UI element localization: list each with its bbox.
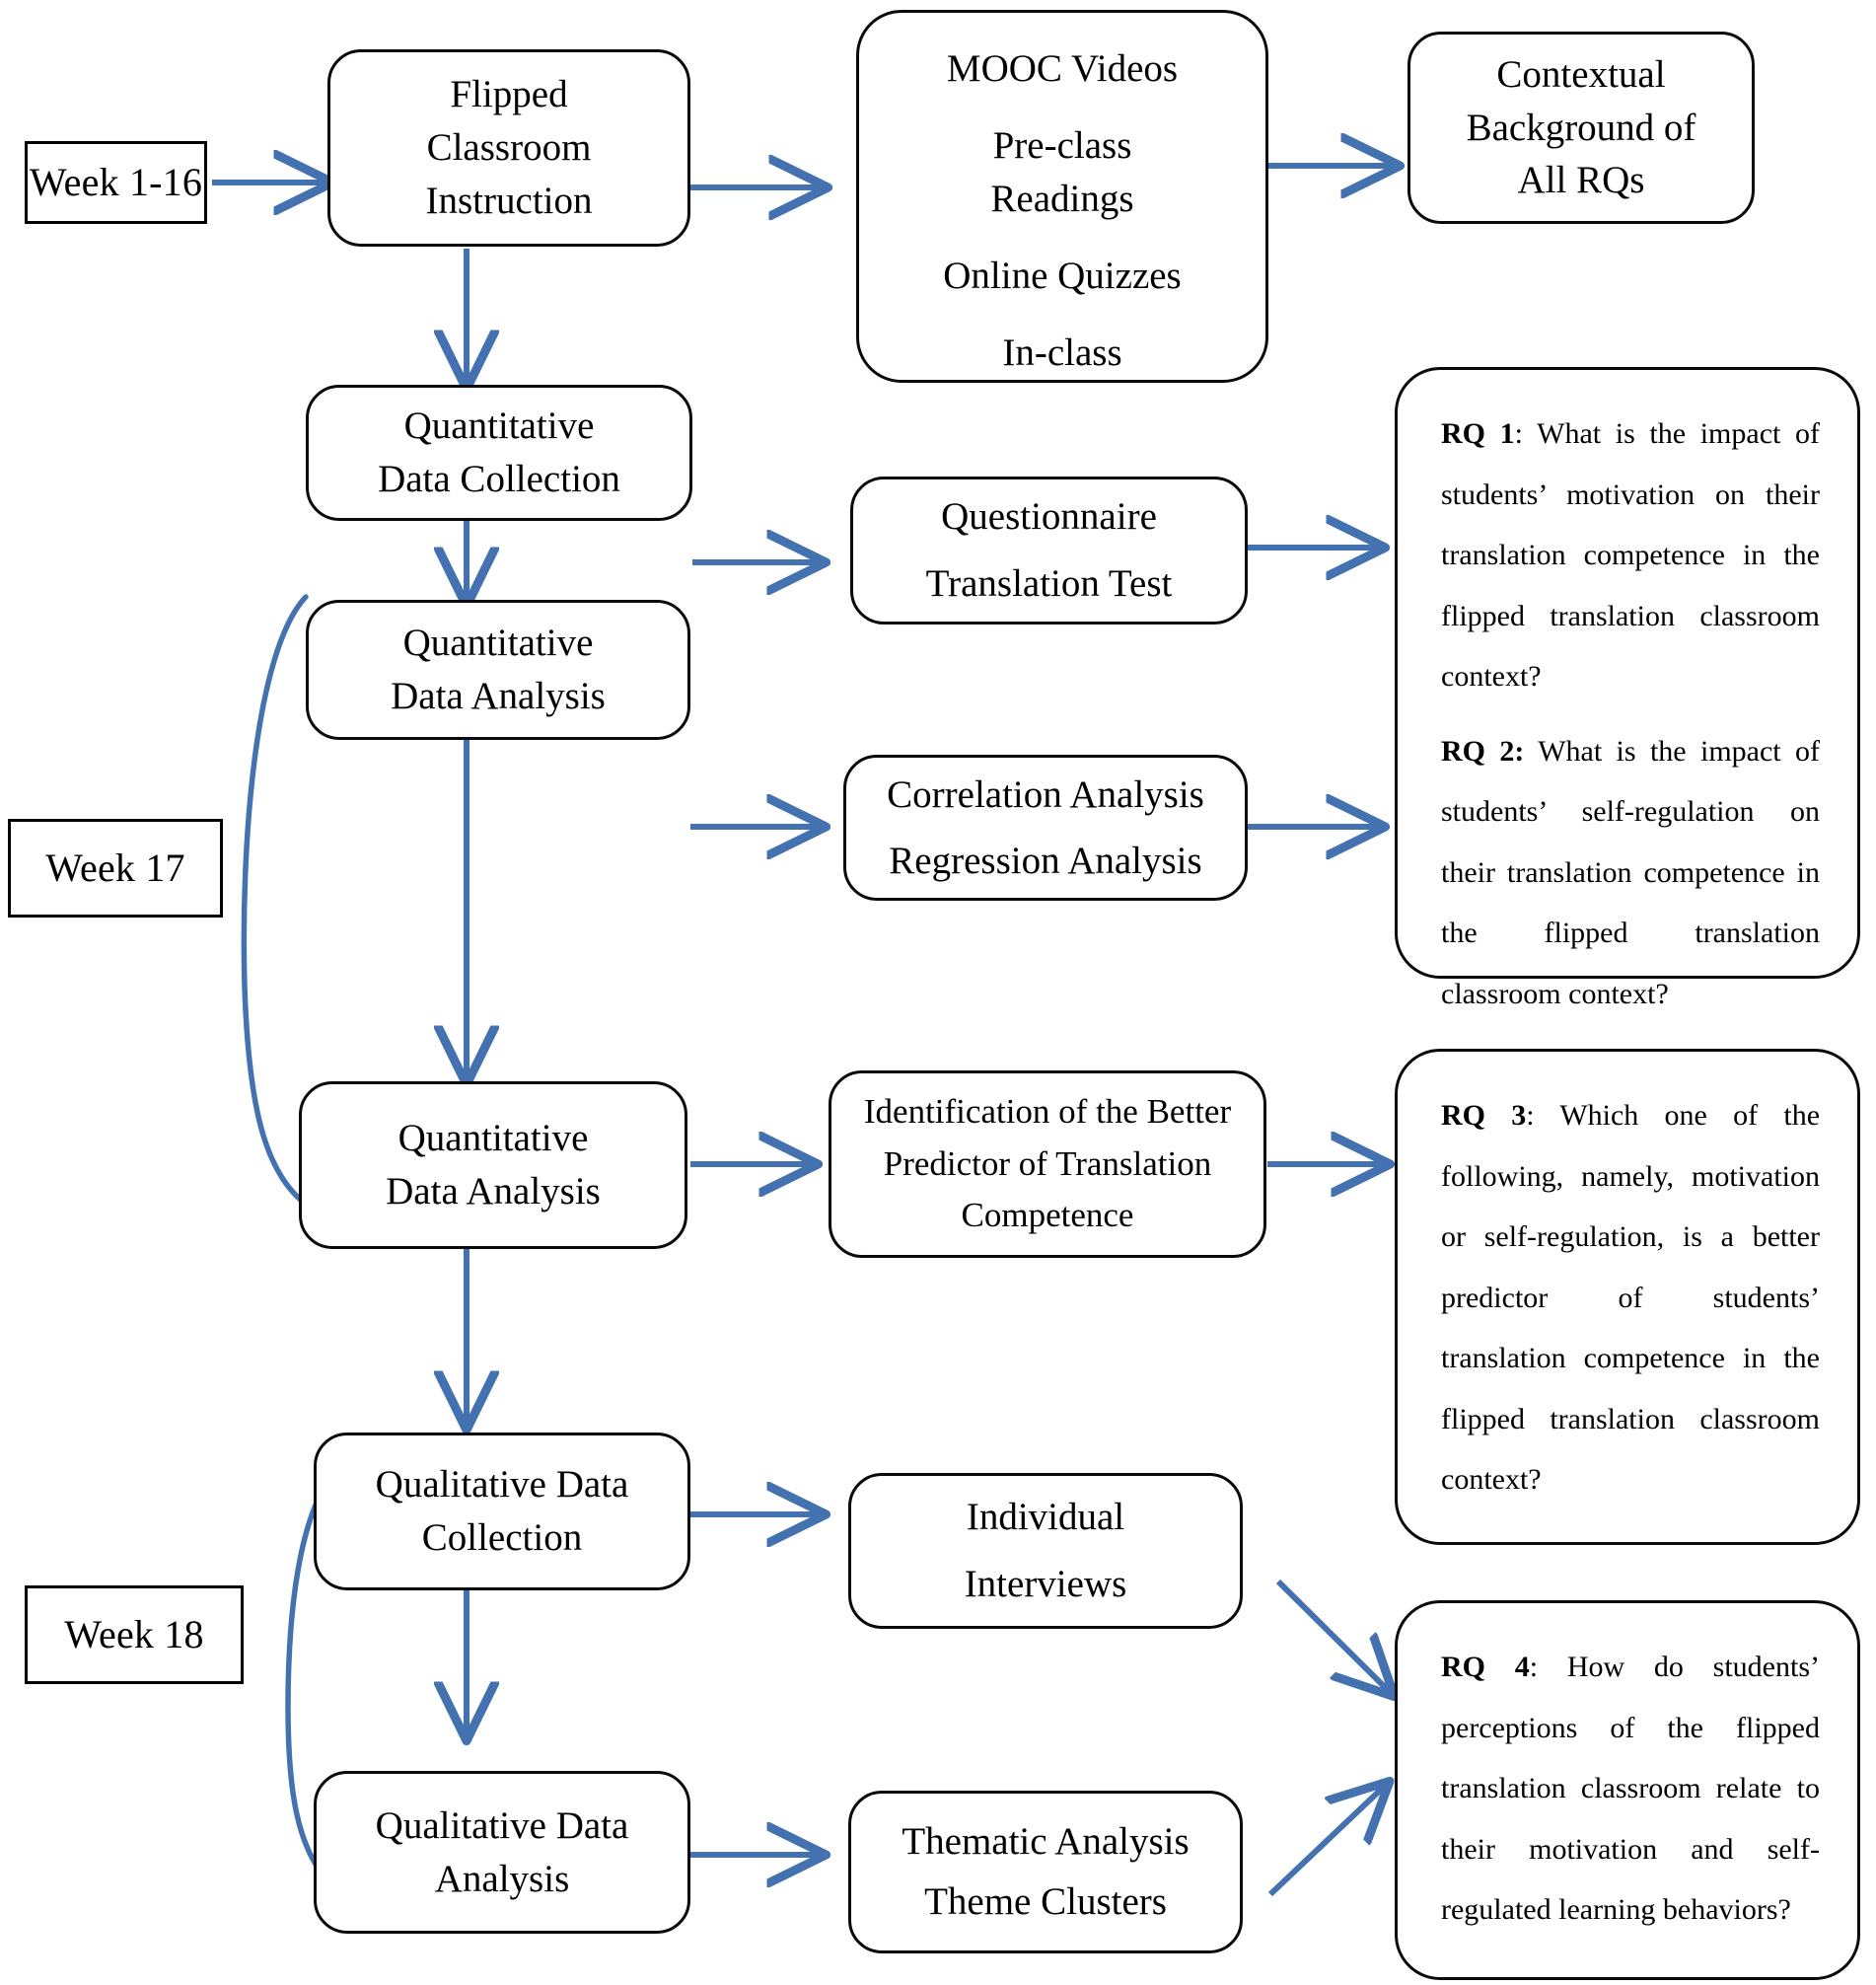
quant-analysis1-line-1: Quantitative [402,622,594,665]
thematic-line-2: Theme Clusters [924,1879,1167,1923]
quantitative-data-analysis-box-2: Quantitative Data Analysis [299,1081,687,1249]
mooc-line-2: Pre-class [992,124,1132,168]
instruction-line-1: Flipped [450,73,568,116]
correlation-regression-analysis-box: Correlation Analysis Regression Analysis [843,755,1248,901]
week-18-box: Week 18 [25,1585,244,1684]
week-1-16-box: Week 1-16 [25,141,207,224]
identification-predictor-box: Identification of the Better Predictor o… [829,1070,1266,1258]
contextual-line-2: Background of [1466,106,1696,149]
qual-collection-line-2: Collection [421,1516,583,1559]
mooc-components-box: MOOC Videos Pre-class Readings Online Qu… [856,10,1268,383]
week-17-label: Week 17 [45,845,185,890]
rq1-rq2-box: RQ 1: What is the impact of students’ mo… [1395,367,1860,1010]
quantitative-data-collection-box: Quantitative Data Collection [306,385,692,521]
arrow-thematic-to-rq4 [1267,1788,1383,1897]
quant-analysis1-line-2: Data Analysis [391,675,606,717]
qual-analysis-line-2: Analysis [434,1857,570,1900]
mooc-line-4: Online Quizzes [943,255,1182,298]
questionnaire-line-1: Questionnaire [941,494,1157,538]
qualitative-data-collection-box: Qualitative Data Collection [314,1433,690,1590]
rq2-paragraph: RQ 2: What is the impact of students’ se… [1441,721,1820,1025]
rq4-paragraph: RQ 4: How do students’ perceptions of th… [1441,1637,1820,1941]
instruction-line-3: Instruction [425,179,593,222]
qual-collection-line-1: Qualitative Data [375,1463,629,1507]
quant-collection-line-2: Data Collection [378,458,620,500]
rq2-text: What is the impact of students’ self-reg… [1441,734,1820,1010]
rq1-label: RQ 1 [1441,417,1515,450]
contextual-line-3: All RQs [1517,159,1645,202]
rq4-label: RQ 4 [1441,1651,1530,1683]
rq3-box: RQ 3: Which one of the following, namely… [1395,1049,1860,1545]
flipped-classroom-instruction-box: Flipped Classroom Instruction [327,49,690,247]
identification-line-1: Identification of the Better [863,1092,1232,1132]
week-17-box: Week 17 [8,819,223,918]
contextual-background-box: Contextual Background of All RQs [1407,32,1755,224]
rq3-paragraph: RQ 3: Which one of the following, namely… [1441,1085,1820,1510]
quant-analysis2-line-1: Quantitative [397,1117,589,1160]
quant-collection-line-1: Quantitative [403,404,595,448]
rq4-text: : How do students’ perceptions of the fl… [1441,1651,1820,1926]
rq1-paragraph: RQ 1: What is the impact of students’ mo… [1441,404,1820,707]
week-18-label: Week 18 [64,1612,204,1656]
mooc-line-1: MOOC Videos [946,47,1179,90]
quant-analysis2-line-2: Data Analysis [386,1170,601,1213]
contextual-line-1: Contextual [1496,52,1666,96]
thematic-line-1: Thematic Analysis [902,1820,1190,1864]
correlation-line-2: Regression Analysis [889,840,1202,882]
rq4-box: RQ 4: How do students’ perceptions of th… [1395,1600,1860,1980]
rq1-text: : What is the impact of students’ motiva… [1441,417,1821,693]
arrow-interviews-to-rq4 [1275,1579,1388,1690]
interviews-line-2: Interviews [964,1563,1127,1605]
identification-line-2: Predictor of Translation [883,1143,1212,1183]
instruction-line-2: Classroom [426,126,592,170]
rq3-label: RQ 3 [1441,1099,1527,1132]
interviews-line-1: Individual [966,1495,1125,1538]
thematic-analysis-box: Thematic Analysis Theme Clusters [848,1791,1243,1953]
rq2-label: RQ 2: [1441,734,1525,768]
qual-analysis-line-1: Qualitative Data [375,1803,629,1847]
identification-line-3: Competence [961,1196,1134,1235]
mooc-line-5: In-class [1002,331,1122,375]
week-1-16-label: Week 1-16 [29,160,203,204]
mooc-line-3: Readings [990,177,1134,220]
individual-interviews-box: Individual Interviews [848,1473,1243,1629]
questionnaire-line-2: Translation Test [925,562,1173,605]
correlation-line-1: Correlation Analysis [887,772,1204,816]
qualitative-data-analysis-box: Qualitative Data Analysis [314,1771,690,1934]
quantitative-data-analysis-box-1: Quantitative Data Analysis [306,600,690,740]
questionnaire-translation-test-box: Questionnaire Translation Test [850,477,1248,625]
rq3-text: : Which one of the following, namely, mo… [1441,1099,1821,1496]
